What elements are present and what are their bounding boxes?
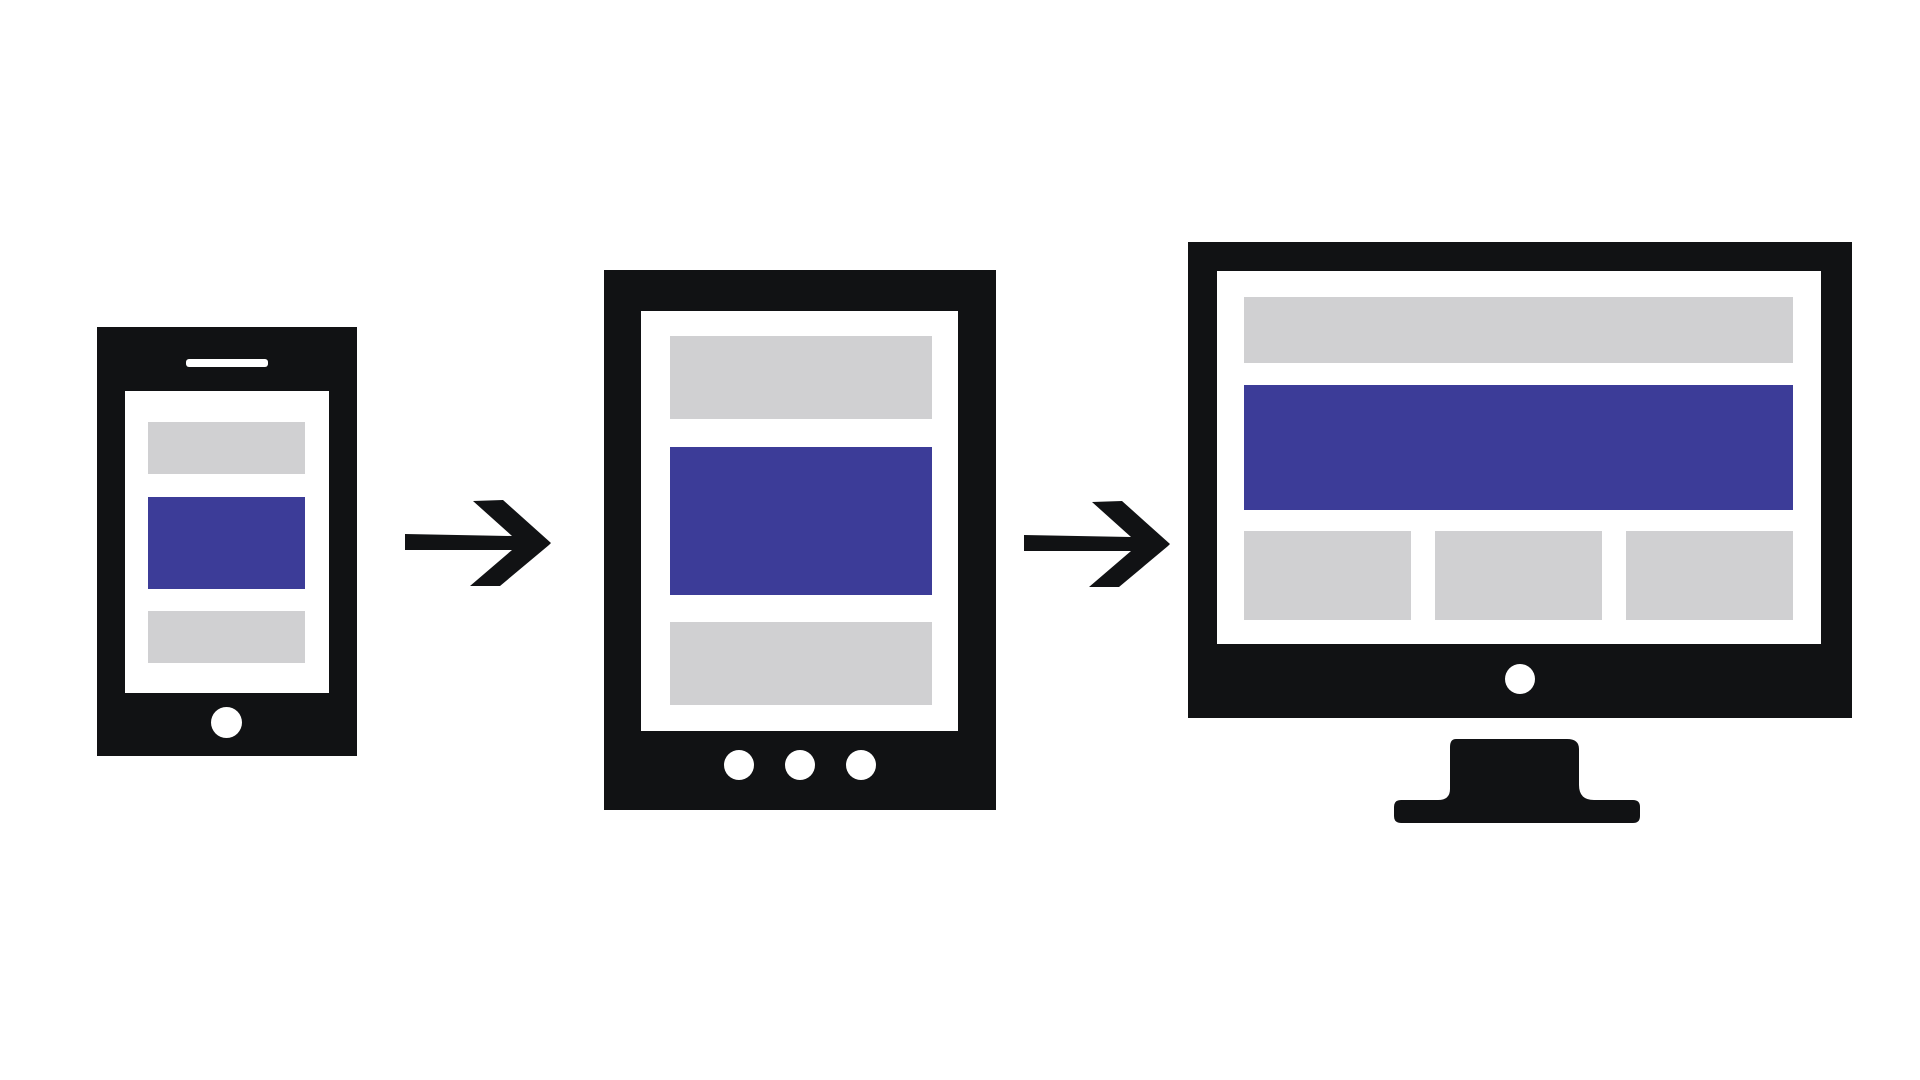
arrow-right-icon (1024, 501, 1170, 587)
phone-hero-block (148, 497, 305, 589)
monitor-power-button (1505, 664, 1535, 694)
phone-screen (125, 391, 329, 693)
monitor-icon (1188, 242, 1852, 718)
monitor-screen (1217, 271, 1821, 644)
tablet-hero-block (670, 447, 932, 595)
phone-footer-block (148, 611, 305, 663)
phone-speaker-slot (186, 359, 268, 367)
tablet-footer-block (670, 622, 932, 705)
tablet-header-block (670, 336, 932, 419)
desktop-column-block-1 (1244, 531, 1411, 620)
tablet-button-2 (785, 750, 815, 780)
tablet-icon (604, 270, 996, 810)
monitor-stand-icon (1394, 739, 1640, 823)
desktop-column-block-2 (1435, 531, 1602, 620)
phone-header-block (148, 422, 305, 474)
desktop-hero-block (1244, 385, 1793, 510)
tablet-screen (641, 311, 958, 731)
arrow-right-icon (405, 500, 551, 586)
desktop-column-block-3 (1626, 531, 1793, 620)
smartphone-icon (97, 327, 357, 756)
tablet-button-3 (846, 750, 876, 780)
phone-home-button (211, 707, 242, 738)
tablet-button-1 (724, 750, 754, 780)
desktop-header-block (1244, 297, 1793, 363)
